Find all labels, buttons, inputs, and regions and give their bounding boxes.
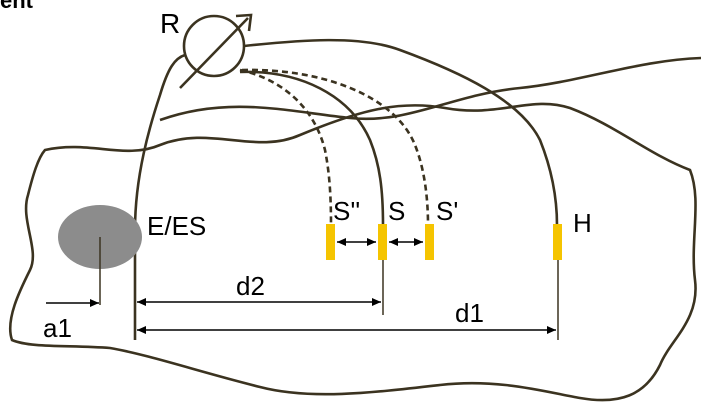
label-probe-s-double: S'' [333,196,360,226]
label-earth-electrode: E/ES [147,211,206,241]
meter-circle [182,14,246,78]
wire-earth-to-meter [133,53,186,340]
label-dist-a1: a1 [43,313,72,343]
meter-arrow-head [235,13,253,32]
probe-s-prime [425,224,434,260]
wire-meter-to-s-double [239,68,333,226]
meter-arrow [179,17,249,89]
wire-meter-to-s [239,70,385,226]
label-probe-h: H [573,208,592,238]
wire-meter-to-s-prime [241,68,430,226]
label-probe-s: S [388,196,405,226]
title-fragment: ent [0,0,33,13]
wire-crossing [159,56,701,122]
label-meter: R [160,8,180,39]
probe-s [378,224,387,260]
label-dist-d2: d2 [236,271,265,301]
wire-meter-to-h [243,38,559,226]
probe-s-double [326,224,335,260]
label-dist-d1: d1 [455,298,484,328]
label-probe-s-prime: S' [436,196,458,226]
probe-h [553,224,562,260]
